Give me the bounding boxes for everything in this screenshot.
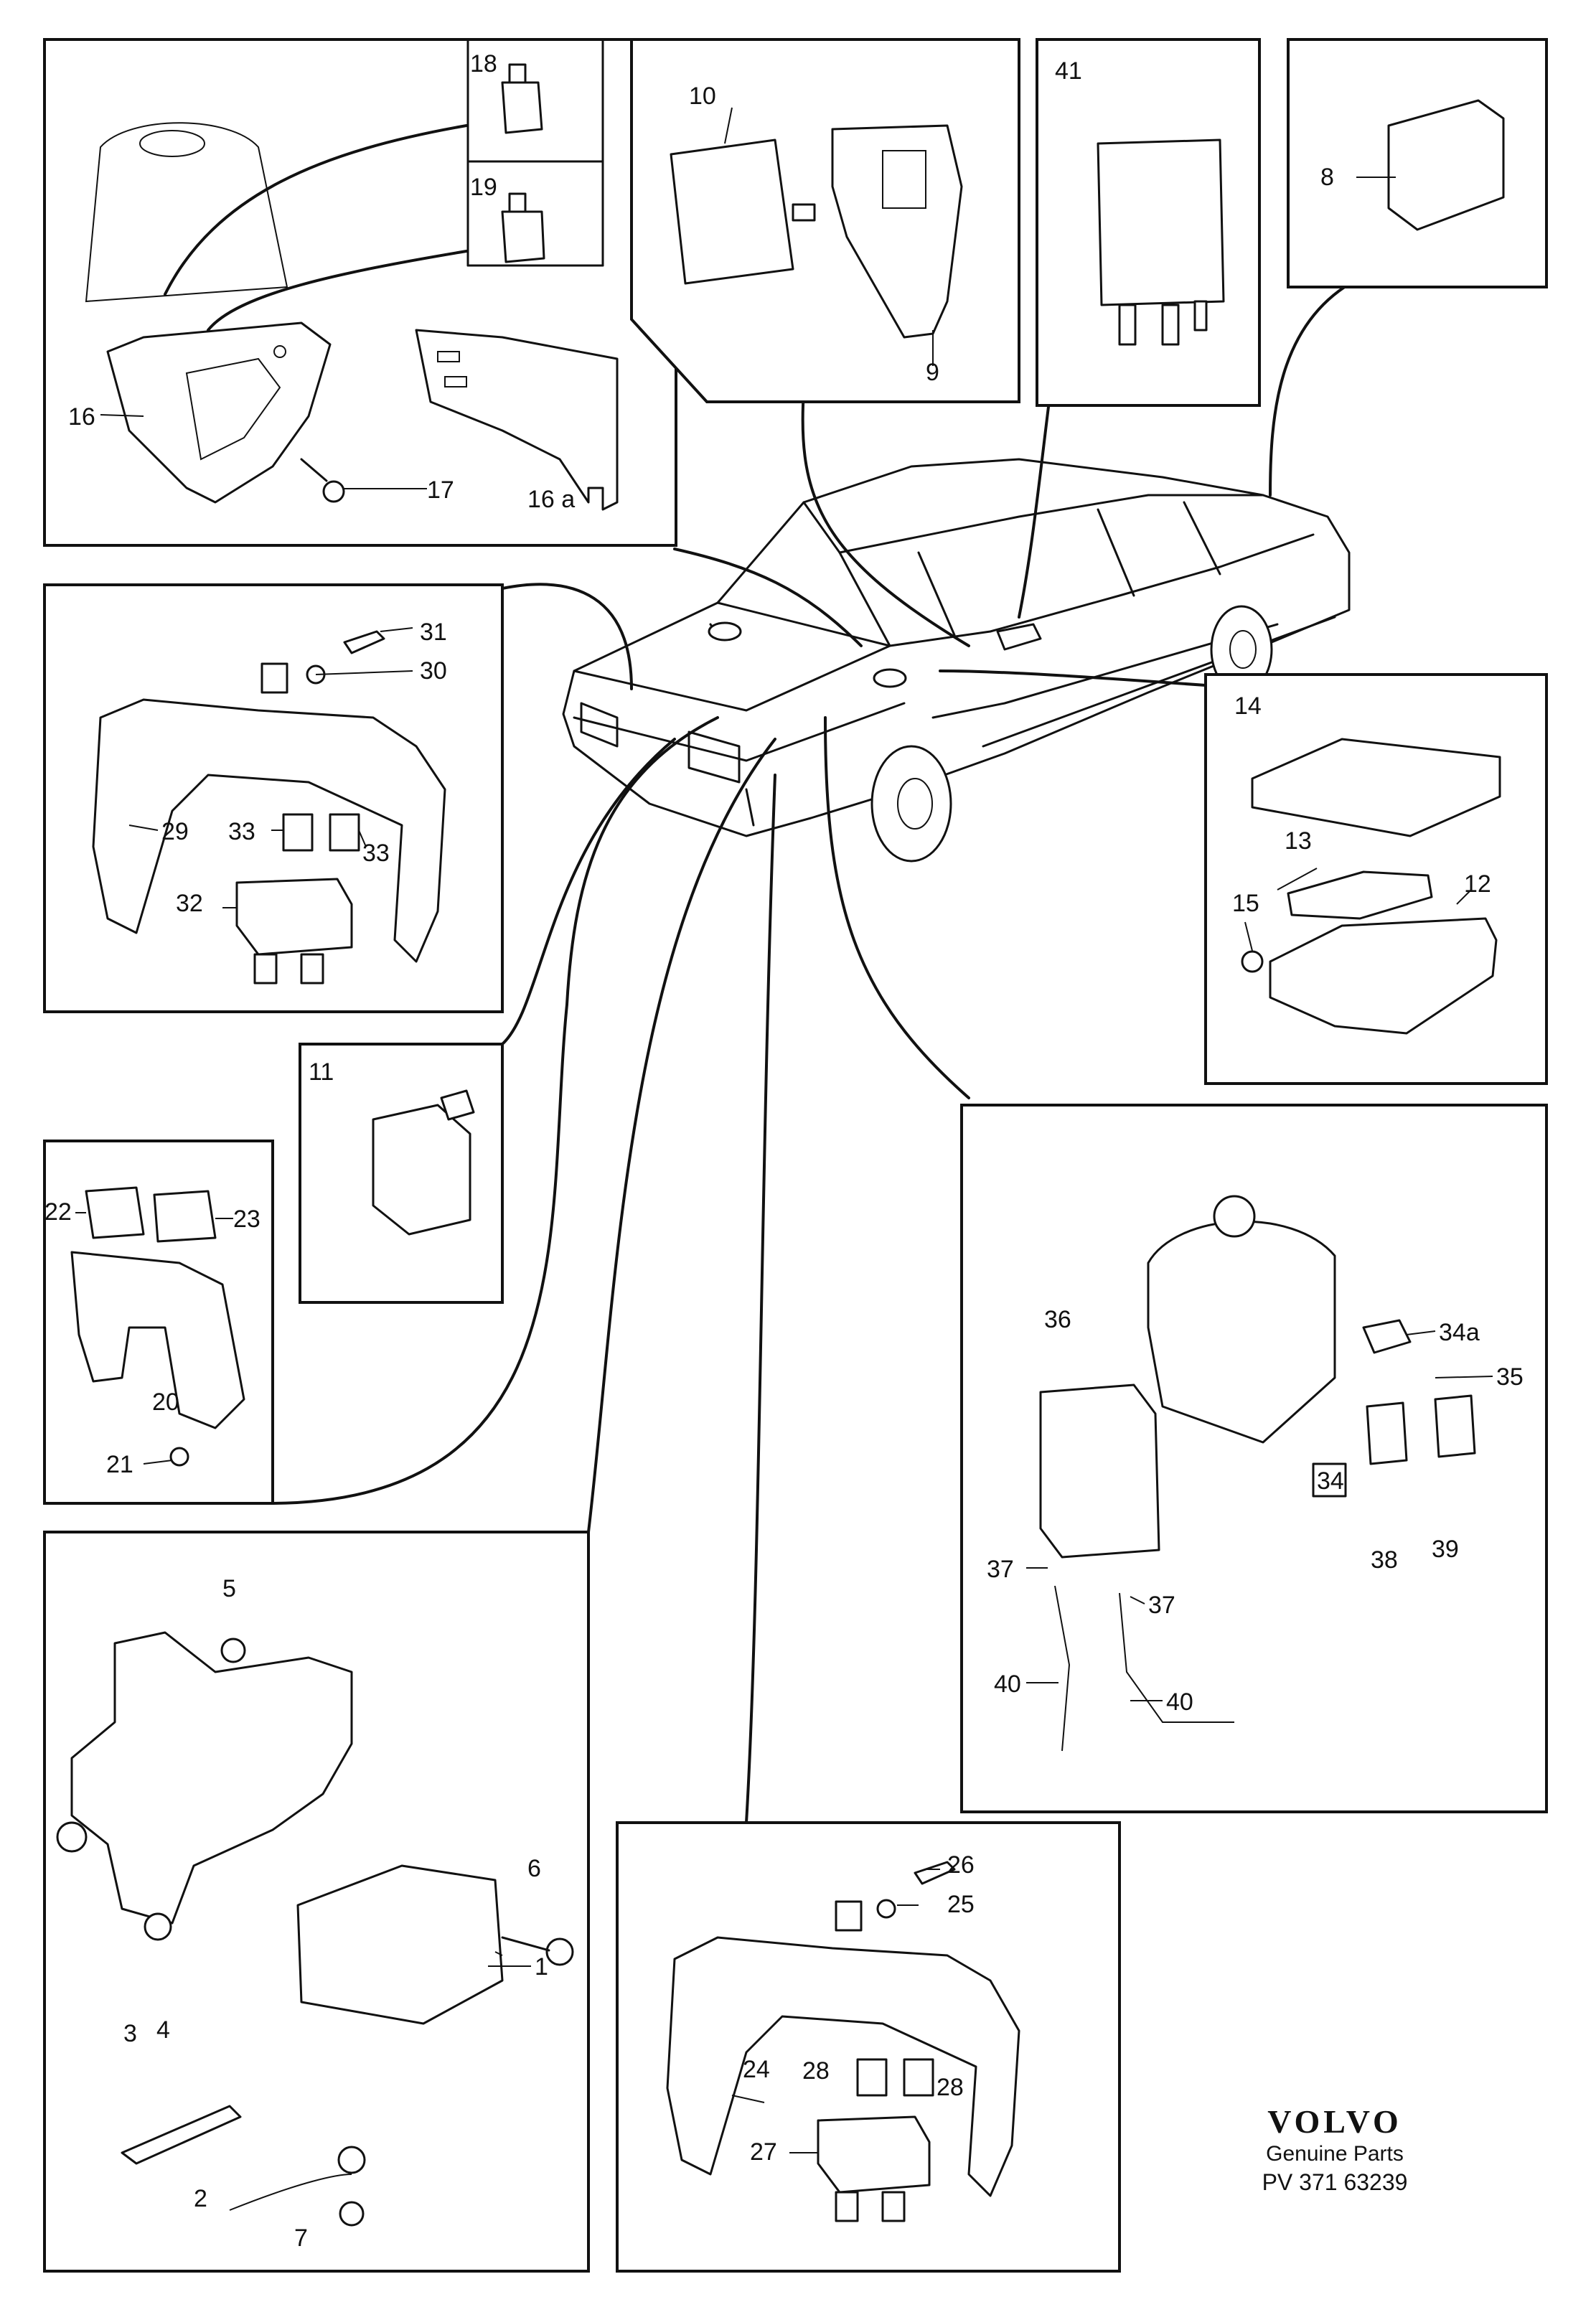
callout-34a: 34a [1439, 1319, 1480, 1346]
panel-fuse-box [1204, 673, 1548, 1085]
brand-block: VOLVO Genuine Parts PV 371 63239 [1198, 2103, 1471, 2196]
callout-26: 26 [947, 1851, 975, 1879]
callout-35: 35 [1496, 1363, 1524, 1391]
callout-19: 19 [470, 174, 497, 201]
callout-16: 16 [68, 403, 95, 431]
callout-21: 21 [106, 1451, 133, 1478]
callout-23: 23 [233, 1206, 260, 1233]
callout-2: 2 [194, 2185, 207, 2212]
connection-lines [268, 278, 1358, 1824]
callout-31: 31 [420, 619, 447, 646]
volvo-logo: VOLVO [1267, 2103, 1402, 2140]
panel-brackets-16 [43, 38, 677, 547]
callout-11: 11 [309, 1058, 334, 1086]
panel-relay-10 [630, 38, 1020, 403]
callout-13: 13 [1285, 827, 1312, 855]
callout-22: 22 [44, 1198, 72, 1226]
panel-relay-1 [43, 1531, 590, 2273]
callout-12: 12 [1464, 870, 1491, 898]
callout-15: 15 [1232, 890, 1259, 917]
callout-37a: 37 [987, 1556, 1014, 1583]
callout-27: 27 [750, 2138, 777, 2166]
callout-6: 6 [527, 1855, 541, 1882]
callout-34: 34 [1317, 1467, 1344, 1495]
callout-16a: 16 a [527, 486, 575, 513]
panel-relay-36 [960, 1104, 1548, 1813]
panel-relay-8 [1287, 38, 1548, 288]
callout-9: 9 [926, 359, 939, 386]
callout-10: 10 [689, 83, 716, 110]
callout-29: 29 [161, 818, 189, 845]
callout-leaders [75, 107, 1493, 2153]
callout-32: 32 [176, 890, 203, 917]
panel-bracket-24 [616, 1821, 1121, 2273]
callout-14: 14 [1234, 692, 1262, 720]
panel-bracket-20 [43, 1140, 274, 1505]
callout-33a: 33 [228, 818, 255, 845]
callout-28b: 28 [937, 2074, 964, 2101]
callout-39: 39 [1432, 1536, 1459, 1563]
panel-relay-11 [299, 1043, 504, 1304]
callout-17: 17 [427, 476, 454, 504]
panel-relay-41 [1036, 38, 1261, 407]
callout-30: 30 [420, 657, 447, 685]
callout-24: 24 [743, 2056, 770, 2083]
callout-37b: 37 [1148, 1592, 1175, 1619]
callout-40b: 40 [1166, 1688, 1193, 1716]
callout-5: 5 [222, 1575, 236, 1602]
callout-1: 1 [535, 1953, 548, 1981]
callout-18: 18 [470, 50, 497, 77]
callout-36: 36 [1044, 1306, 1071, 1333]
callout-8: 8 [1320, 164, 1334, 191]
diagram-code: PV 371 63239 [1262, 2169, 1408, 2195]
callout-25: 25 [947, 1891, 975, 1918]
callout-40a: 40 [994, 1671, 1021, 1698]
callout-4: 4 [156, 2016, 170, 2044]
callout-labels: 16 17 16 a 18 19 10 9 41 8 31 30 29 33 3… [44, 50, 1524, 2252]
callout-20: 20 [152, 1389, 179, 1416]
panel-bracket-29 [43, 583, 504, 1013]
callout-3: 3 [123, 2020, 137, 2047]
callout-7: 7 [294, 2225, 308, 2252]
callout-41: 41 [1055, 57, 1082, 85]
callout-28a: 28 [802, 2057, 830, 2085]
brand-subtitle: Genuine Parts [1266, 2142, 1404, 2166]
callout-38: 38 [1371, 1546, 1398, 1574]
callout-33b: 33 [362, 840, 390, 867]
